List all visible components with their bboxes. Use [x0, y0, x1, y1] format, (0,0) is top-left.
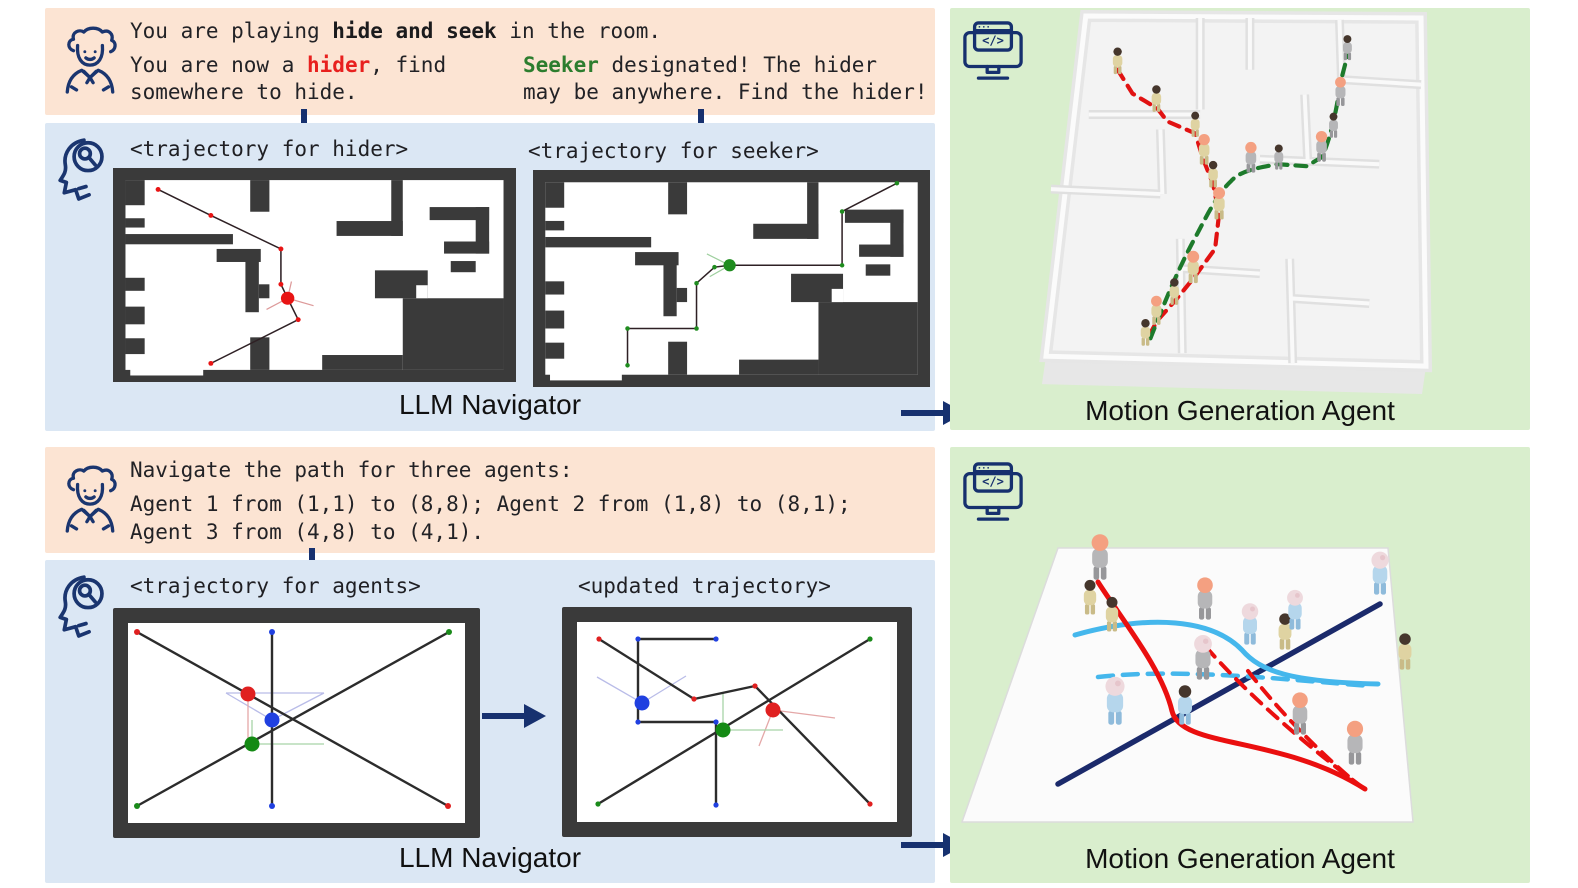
- room-outer-wall: [1043, 13, 1429, 369]
- agent3-position-dot: [244, 736, 260, 752]
- hider-trajectory-caption: <trajectory for hider>: [130, 137, 409, 161]
- agent3-path-line: [135, 630, 451, 808]
- red-waypoint-dots: [596, 636, 873, 807]
- character-figure: [1346, 720, 1364, 765]
- agent3-diagonal-path: [596, 637, 872, 806]
- hider-floorplan-map: [113, 168, 516, 382]
- hide-seek-prompt-box: You are playing hide and seek in the roo…: [45, 8, 935, 115]
- crowd-3d-render: [960, 534, 1414, 823]
- code-monitor-icon: [963, 462, 1023, 521]
- llm-navigator-box-bottom: <trajectory for agents> <updated traject…: [45, 560, 935, 883]
- blue-waypoint-dots: [635, 636, 719, 808]
- agent1-navy-path: [1055, 601, 1383, 787]
- agent3-position-dot: [715, 722, 731, 738]
- agents-trajectory-caption: <trajectory for agents>: [130, 574, 421, 598]
- character-figure: [1274, 144, 1284, 170]
- character-figure: [1169, 278, 1180, 305]
- character-figure: [1151, 295, 1162, 325]
- hider-word: hider: [307, 53, 371, 77]
- llm-navigator-box-top: <trajectory for hider> <trajectory for s…: [45, 123, 935, 431]
- seeker-position-dot: [723, 259, 736, 272]
- seeker-waypoint-dots: [625, 180, 900, 368]
- character-figure: [1083, 579, 1097, 615]
- seeker-instruction: Seeker designated! The hider may be anywh…: [523, 52, 928, 106]
- character-figure: [1151, 85, 1162, 112]
- user-person-icon: [65, 465, 117, 533]
- character-figure: [1329, 112, 1338, 138]
- crowd-characters: [1083, 534, 1412, 765]
- updated-trajectory-plot: [562, 607, 912, 837]
- agent-blue-velocity-lines: [596, 675, 687, 704]
- agents-prompt-line-1: Navigate the path for three agents:: [130, 458, 573, 482]
- user-person-icon: [65, 26, 117, 94]
- agents-prompt-line-2: Agent 1 from (1,1) to (8,8); Agent 2 fro…: [130, 492, 851, 516]
- blue-endpoint-dots: [269, 629, 275, 809]
- character-figure: [1292, 692, 1308, 735]
- motion-agent-label-top: Motion Generation Agent: [1085, 395, 1395, 426]
- motion-generation-box-bottom: Motion Generation Agent: [950, 447, 1530, 883]
- room-3d-render: [1039, 10, 1433, 395]
- green-waypoint-dots: [595, 636, 873, 807]
- multi-agent-prompt-box: Navigate the path for three agents: Agen…: [45, 447, 935, 553]
- green-endpoint-dots: [134, 629, 452, 809]
- seeker-dashed-path: [1148, 53, 1350, 341]
- agent2-cyan-dashed-path: [1095, 671, 1373, 689]
- room-characters: [1112, 35, 1352, 346]
- character-figure: [1194, 634, 1212, 680]
- agent1-position-dot: [765, 702, 781, 718]
- prompt-text: , find: [370, 53, 447, 77]
- character-figure: [1278, 613, 1292, 650]
- agents-prompt-line-3: Agent 3 from (4,8) to (4,1).: [130, 520, 485, 544]
- prompt-text: may be anywhere. Find the hider!: [523, 80, 928, 104]
- character-figure: [1140, 319, 1151, 346]
- agent1-position-dot: [240, 686, 256, 702]
- prompt-text: in the room.: [496, 19, 662, 43]
- character-figure: [1187, 250, 1200, 284]
- seeker-trajectory-caption: <trajectory for seeker>: [528, 139, 819, 163]
- character-figure: [1213, 187, 1226, 220]
- character-figure: [1105, 596, 1119, 632]
- hider-instruction: You are now a hider, find somewhere to hi…: [130, 52, 446, 106]
- updated-trajectory-caption: <updated trajectory>: [578, 574, 831, 598]
- agent2-position-dot: [634, 695, 650, 711]
- prompt-text: You are playing: [130, 19, 333, 43]
- character-figure: [1241, 603, 1259, 645]
- hider-position-dot: [280, 291, 295, 305]
- agent2-position-dot: [264, 712, 280, 728]
- motion-generation-box-top: Motion Generation Agent: [950, 8, 1530, 430]
- seeker-word: Seeker: [523, 53, 599, 77]
- room-interior-walls-highlight: [1050, 17, 1422, 364]
- prompt-bold-hide-and-seek: hide and seek: [332, 19, 497, 43]
- character-figure: [1287, 589, 1303, 630]
- right-arrow-icon: [482, 704, 546, 728]
- character-figure: [1315, 130, 1328, 162]
- character-figure: [1190, 111, 1200, 137]
- agent3-red-path: [1095, 579, 1368, 792]
- prompt-text: designated! The hider: [598, 53, 878, 77]
- agents-trajectory-plot: [113, 608, 480, 838]
- character-figure: [1178, 685, 1192, 725]
- llm-brain-icon: [58, 575, 104, 638]
- character-figure: [1371, 551, 1389, 595]
- prompt-line-1: You are playing hide and seek in the roo…: [130, 18, 661, 45]
- character-figure: [1208, 160, 1218, 188]
- character-figure: [1398, 633, 1412, 670]
- character-figure: [1342, 35, 1352, 61]
- red-endpoint-dots: [134, 629, 451, 809]
- character-figure: [1335, 76, 1346, 106]
- llm-navigator-label-top: LLM Navigator: [398, 389, 582, 420]
- llm-brain-icon: [58, 138, 104, 201]
- llm-navigator-label-bottom: LLM Navigator: [398, 842, 582, 873]
- prompt-text: You are now a: [130, 53, 308, 77]
- character-figure: [1112, 47, 1123, 75]
- code-monitor-icon: [963, 21, 1023, 80]
- motion-agent-label-bottom: Motion Generation Agent: [1085, 843, 1395, 874]
- prompt-text: somewhere to hide.: [130, 80, 358, 104]
- character-figure: [1198, 133, 1210, 165]
- character-figure: [1105, 676, 1125, 725]
- character-figure: [1091, 534, 1109, 580]
- seeker-floorplan-map: [533, 170, 930, 387]
- character-figure: [1245, 141, 1257, 173]
- character-figure: [1197, 577, 1213, 620]
